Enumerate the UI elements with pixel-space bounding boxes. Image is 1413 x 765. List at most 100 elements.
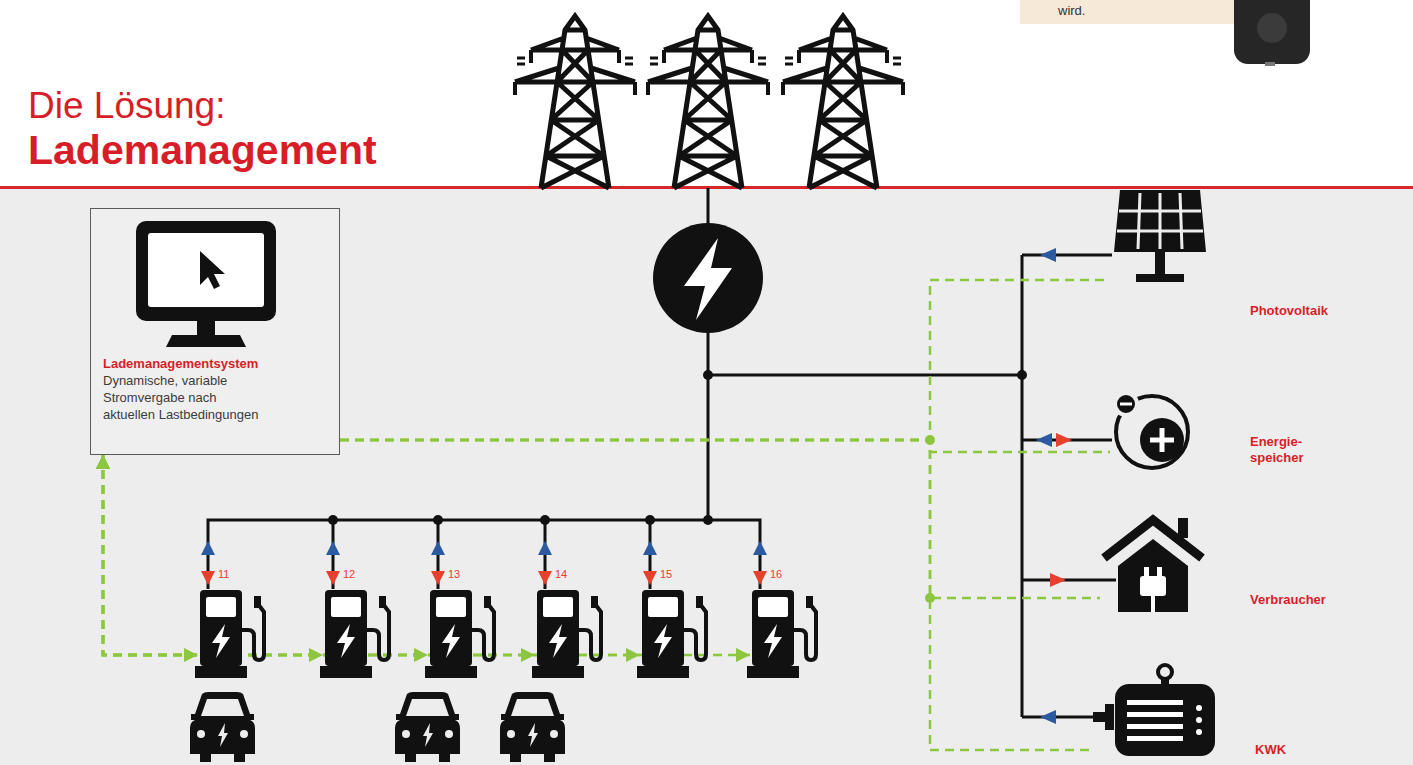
consumption-arrow [431,571,445,585]
node-icon [1110,388,1200,478]
chp-unit-icon [1115,684,1215,756]
charging-station-icon [591,596,598,608]
photovoltaic-unit: Photovoltaik [1110,190,1400,322]
callout-number: 11 [218,568,229,581]
callout-number: 12 [343,568,355,581]
feed-in-arrow [538,541,552,555]
system-heading: Lademanagementsystem [103,355,327,372]
house-icon [1157,567,1162,577]
diagram-ground [0,187,1413,765]
house-icon [1140,576,1166,596]
diagram-title: Die Lösung: Lademanagement [28,84,403,172]
energy-storage-icon [1150,428,1174,452]
energy-storage-icon [1120,403,1132,406]
charging-station-icon [654,624,672,658]
charging-station-icon [195,666,247,678]
charging-station-icon [648,597,678,617]
junction-dot [328,515,338,525]
charging-station-icon [331,597,361,617]
node-icon [1110,190,1210,284]
electric-car [240,730,248,738]
electric-car [406,699,449,716]
charging-station-icon [200,590,242,666]
house-icon [1118,539,1188,612]
power-wire [333,520,650,589]
charging-station-icon [242,604,264,660]
power-wire [708,374,1022,377]
charging-station: 11 [198,566,263,678]
node-icon [535,590,601,682]
electric-car [445,730,453,738]
chp-unit-icon [1105,704,1114,730]
photovoltaic-icon [1155,252,1165,274]
wallbox-photo [1234,0,1310,66]
junction-dot [703,370,713,380]
electric-car [218,723,228,747]
consumption-arrow [643,571,657,585]
charging-station-icon [637,666,689,678]
charging-station-icon [254,596,261,608]
charging-station-icon [532,666,584,678]
charging-station-icon [549,624,567,658]
consumer-house: Verbraucher [1100,512,1400,616]
feed-in-arrow [1036,433,1052,447]
chp-unit-icon [1196,717,1202,723]
charging-station-icon [752,590,794,666]
charging-station-icon [579,604,601,660]
house-icon [1144,567,1149,577]
charging-station-icon [367,604,389,660]
feed-in-arrow [201,541,215,555]
energy-storage-icon [1110,388,1200,478]
wallbox-photo [1265,62,1275,66]
system-description: Dynamische, variable Stromvergabe nach a… [103,372,268,423]
monitor-icon [148,233,264,307]
junction-dot [645,515,655,525]
charging-station: 16 [750,566,815,678]
charging-station-icon [640,590,706,682]
node-icon [750,590,816,682]
power-wire [707,188,710,224]
energy-storage: Energie- speicher [1110,388,1400,480]
wallbox-photo [1234,0,1310,64]
system-box: LademanagementsystemDynamische, variable… [90,208,340,455]
node-icon [428,590,494,682]
power-wire [707,333,710,520]
monitor-icon [166,335,246,347]
chp-unit-icon [1127,724,1183,729]
electric-car [550,730,558,738]
charging-station-icon [337,624,355,658]
charging-station-icon [320,666,372,678]
note-text: wird. [1058,3,1085,19]
control-line [340,440,1100,598]
monitor-icon [136,221,276,349]
charging-station-icon [758,597,788,617]
charging-station-icon [379,596,386,608]
power-wire [1021,255,1024,717]
power-wire [1022,579,1116,582]
electric-car [402,730,410,738]
electric-car [395,692,460,762]
charging-station-icon [747,666,799,678]
monitor-icon [200,251,225,289]
chp-unit: KWK [1093,662,1393,760]
junction-dot [433,515,443,525]
charging-station-icon [428,590,494,682]
monitor-icon [136,221,276,321]
control-line [340,440,1110,452]
node-icon [136,221,276,349]
charging-station-icon [323,590,389,682]
charging-station-icon [750,590,816,682]
node-icon [323,590,389,682]
power-wire [208,188,1116,717]
charging-station-icon [425,666,477,678]
house-icon [1151,596,1155,612]
consumption-arrow [326,571,340,585]
electric-car [190,692,255,762]
charging-station: 15 [640,566,705,678]
charging-station-icon [442,624,460,658]
grid-connection-symbol [653,223,763,333]
junction-dot [703,515,713,525]
node-icon [198,590,264,682]
callout-number: 16 [770,568,782,581]
control-line [340,440,1093,750]
